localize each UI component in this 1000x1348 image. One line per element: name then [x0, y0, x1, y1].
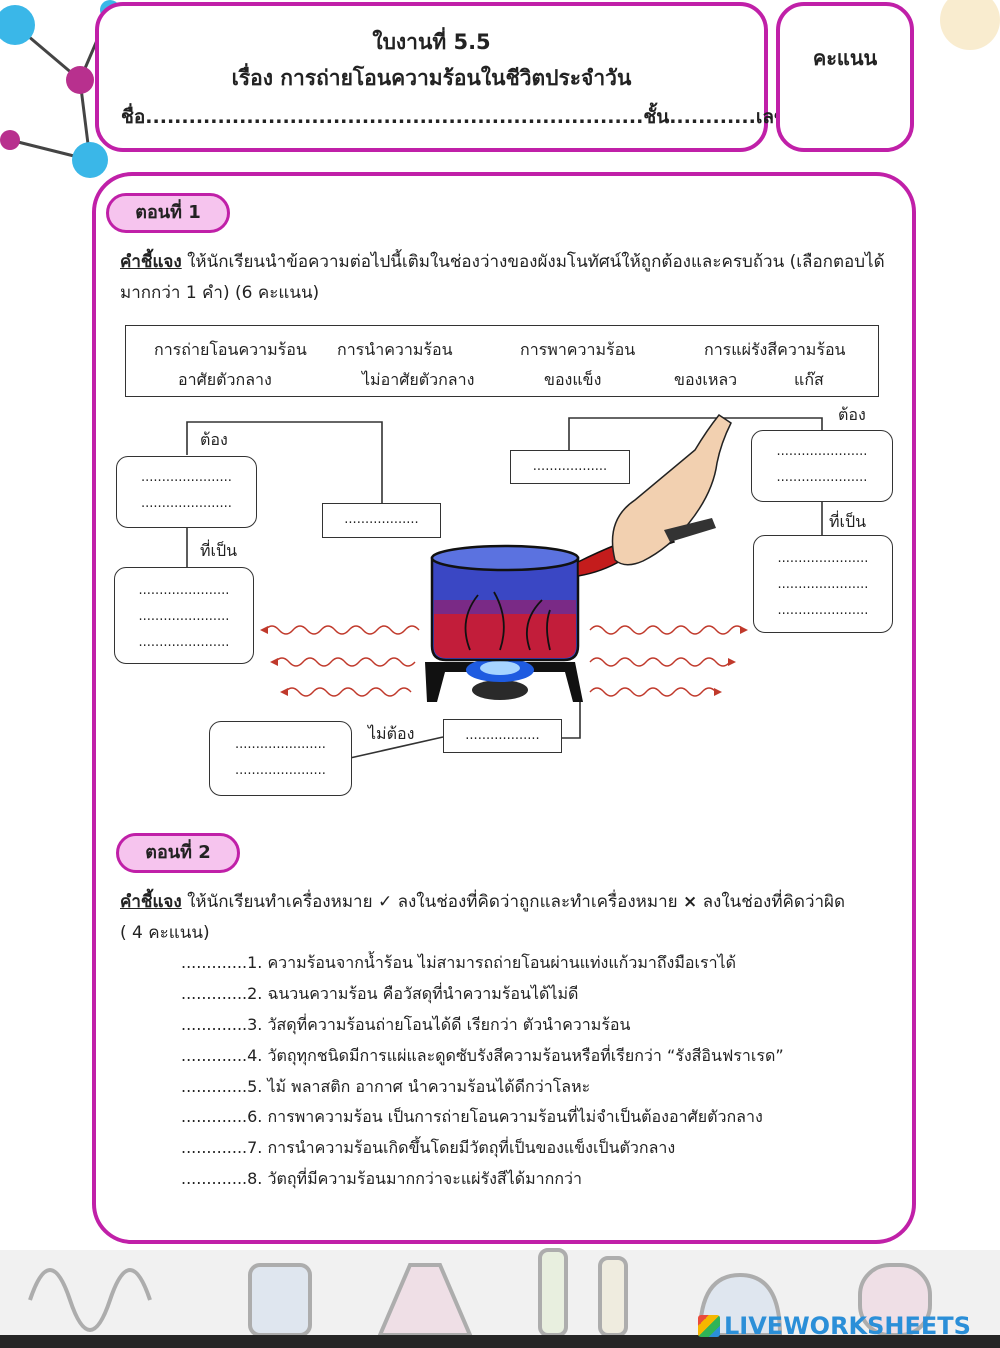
header-box: ใบงานที่ 5.5 เรื่อง การถ่ายโอนความร้อนใน…: [95, 2, 864, 152]
cross-icon: ×: [682, 892, 698, 912]
instruction-text: ลงในช่องที่คิดว่าถูกและทำเครื่องหมาย: [392, 892, 683, 912]
pot-illustration: [430, 529, 676, 662]
answer-box-right-bottom[interactable]: ...................... .................…: [753, 535, 893, 633]
instruction-text: ให้นักเรียนทำเครื่องหมาย: [181, 892, 378, 912]
blank[interactable]: ......................: [235, 737, 326, 752]
blank[interactable]: ......................: [141, 470, 232, 485]
content-box: [92, 172, 916, 1244]
statement-1[interactable]: .............1. ความร้อนจากน้ำร้อน ไม่สา…: [181, 953, 736, 972]
part1-instruction: คำชี้แจง ให้นักเรียนนำข้อความต่อไปนี้เติ…: [120, 248, 885, 275]
part2-instruction: คำชี้แจง ให้นักเรียนทำเครื่องหมาย ✓ ลงใน…: [120, 888, 845, 915]
part2-instruction-line2: ( 4 คะแนน): [120, 923, 210, 943]
word-bank-item: การแผ่รังสีความร้อน: [704, 340, 846, 359]
word-bank-item: การพาความร้อน: [520, 340, 636, 359]
worksheet-title: เรื่อง การถ่ายโอนความร้อนในชีวิตประจำวัน: [231, 66, 632, 90]
blank[interactable]: ......................: [776, 444, 868, 459]
blank[interactable]: ......................: [138, 583, 230, 598]
lab-equipment-illustration: [0, 1248, 1000, 1337]
logo-mark-icon: [698, 1315, 720, 1337]
word-bank-item: แก๊ส: [794, 370, 824, 389]
answer-box-center-left[interactable]: ..................: [322, 503, 441, 538]
blank[interactable]: ..................: [532, 459, 608, 474]
statement-5[interactable]: .............5. ไม้ พลาสติก อากาศ นำความ…: [181, 1077, 591, 1096]
label-must-left: ต้อง: [200, 430, 228, 449]
label-must-right: ต้อง: [838, 405, 866, 424]
student-info-line[interactable]: ชื่อ....................................…: [121, 106, 865, 128]
word-bank-item: ของเหลว: [674, 370, 738, 389]
blank[interactable]: ......................: [141, 496, 232, 511]
statement-7[interactable]: .............7. การนำความร้อนเกิดขึ้นโดย…: [181, 1138, 676, 1157]
word-bank-item: ของแข็ง: [544, 370, 602, 389]
label-which-right: ที่เป็น: [829, 512, 867, 531]
score-box: คะแนน: [776, 2, 914, 152]
blank[interactable]: ......................: [777, 603, 869, 618]
answer-box-left-bottom[interactable]: ...................... .................…: [114, 567, 254, 664]
score-label: คะแนน: [812, 46, 878, 70]
blank[interactable]: ......................: [138, 635, 230, 650]
blank[interactable]: ......................: [777, 577, 869, 592]
word-bank-item: ไม่อาศัยตัวกลาง: [362, 370, 475, 389]
label-not-bottom: ไม่ต้อง: [368, 724, 415, 743]
hand-illustration: [611, 413, 732, 566]
statement-2[interactable]: .............2. ฉนวนความร้อน คือวัสดุที่…: [181, 984, 579, 1003]
statement-8[interactable]: .............8. วัตถุที่มีความร้อนมากกว่…: [181, 1169, 582, 1188]
stove-illustration: [425, 658, 583, 702]
part1-instruction-line2: มากกว่า 1 คำ) (6 คะแนน): [120, 283, 320, 303]
statement-4[interactable]: .............4. วัตถุทุกชนิดมีการแผ่และด…: [181, 1046, 784, 1065]
instruction-label: คำชี้แจง: [120, 892, 182, 912]
blank[interactable]: ......................: [235, 763, 326, 778]
answer-box-bottom-center[interactable]: ..................: [443, 719, 562, 753]
instruction-text: ลงในช่องที่คิดว่าผิด: [697, 892, 846, 912]
part1-badge: ตอนที่ 1: [106, 193, 230, 233]
answer-box-left-top[interactable]: ...................... .................…: [116, 456, 257, 528]
instruction-label: คำชี้แจง: [120, 252, 182, 272]
liveworksheets-logo: LIVEWORKSHEETS: [698, 1312, 971, 1340]
word-bank: การถ่ายโอนความร้อน การนำความร้อน การพาคว…: [125, 325, 879, 397]
blank[interactable]: ..................: [344, 512, 419, 527]
blank[interactable]: ......................: [776, 470, 868, 485]
answer-box-right-top[interactable]: ...................... .................…: [751, 430, 893, 502]
blank[interactable]: ......................: [777, 551, 869, 566]
word-bank-item: อาศัยตัวกลาง: [178, 370, 272, 389]
blank[interactable]: ..................: [465, 728, 540, 743]
answer-box-bottom-left[interactable]: ...................... .................…: [209, 721, 352, 796]
blank[interactable]: ......................: [138, 609, 230, 624]
worksheet-number: ใบงานที่ 5.5: [372, 30, 491, 54]
label-which-left: ที่เป็น: [200, 541, 238, 560]
word-bank-item: การนำความร้อน: [337, 340, 453, 359]
heat-radiation-waves: [264, 625, 745, 697]
check-icon: ✓: [377, 892, 393, 912]
answer-box-center-top[interactable]: ..................: [510, 450, 630, 484]
brand-text: LIVEWORKSHEETS: [724, 1312, 971, 1340]
statement-6[interactable]: .............6. การพาความร้อน เป็นการถ่า…: [181, 1107, 763, 1126]
statement-3[interactable]: .............3. วัสดุที่ความร้อนถ่ายโอนไ…: [181, 1015, 631, 1034]
instruction-text: ให้นักเรียนนำข้อความต่อไปนี้เติมในช่องว่…: [181, 252, 885, 272]
word-bank-item: การถ่ายโอนความร้อน: [154, 340, 307, 359]
part2-badge: ตอนที่ 2: [116, 833, 240, 873]
